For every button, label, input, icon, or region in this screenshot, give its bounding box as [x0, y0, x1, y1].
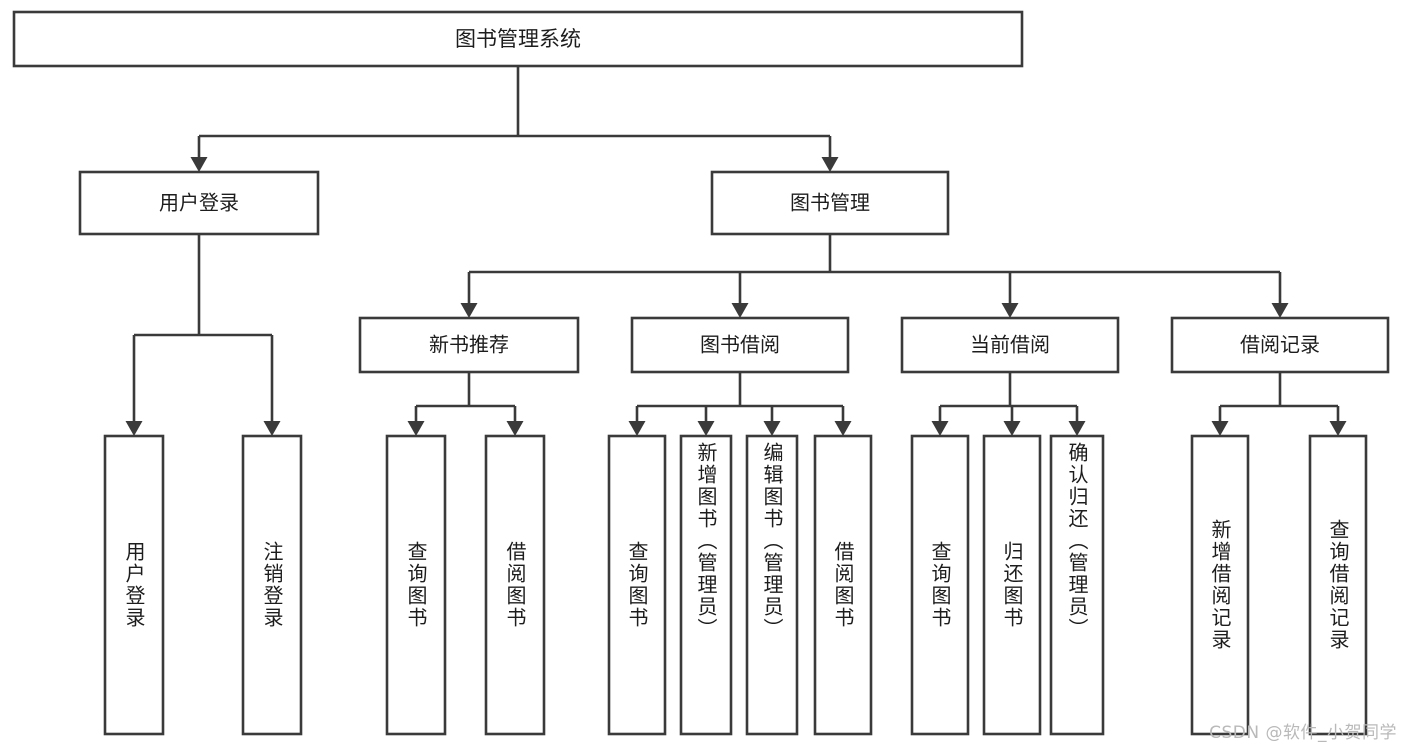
arrow-to-current-borrow	[1001, 303, 1019, 318]
arrow-to-leaf-edit-book-admin	[763, 421, 781, 436]
node-new-book-recommend-box[interactable]	[358, 316, 580, 374]
arrow-to-book-borrow	[731, 303, 749, 318]
arrow-to-leaf-return-book	[1003, 421, 1021, 436]
connector-layer	[125, 66, 1347, 436]
arrow-to-new-book-recommend	[460, 303, 478, 318]
arrow-to-leaf-add-borrow-record	[1211, 421, 1229, 436]
node-leaf-query-book-borrow-box[interactable]	[607, 434, 667, 736]
node-current-borrow[interactable]: 当前借阅	[900, 316, 1120, 374]
node-user-login-label: 用户登录	[159, 191, 239, 215]
arrow-to-leaf-borrow-book-recommend	[506, 421, 524, 436]
node-current-borrow-label: 当前借阅	[970, 333, 1050, 357]
node-root[interactable]: 图书管理系统	[12, 10, 1024, 68]
node-leaf-query-borrow-record-box[interactable]	[1308, 434, 1368, 736]
node-leaf-user-login-box[interactable]	[103, 434, 165, 736]
node-leaf-user-logout-box[interactable]	[241, 434, 303, 736]
arrow-to-book-manage	[821, 157, 839, 172]
arrow-to-leaf-confirm-return-admin	[1068, 421, 1086, 436]
node-leaf-add-book-admin-box[interactable]	[679, 434, 733, 736]
arrow-to-leaf-user-logout	[263, 421, 281, 436]
node-leaf-query-book-current-box[interactable]	[910, 434, 970, 736]
node-book-borrow-label: 图书借阅	[700, 333, 780, 357]
arrow-to-leaf-borrow-book	[834, 421, 852, 436]
arrow-to-leaf-query-book-borrow	[628, 421, 646, 436]
node-new-book-recommend-label: 新书推荐	[429, 333, 509, 357]
node-book-manage-label: 图书管理	[790, 191, 870, 215]
node-new-book-recommend[interactable]: 新书推荐	[358, 316, 580, 374]
node-leaf-return-book-box[interactable]	[982, 434, 1042, 736]
arrow-to-user-login	[190, 157, 208, 172]
arrow-to-borrow-record	[1271, 303, 1289, 318]
node-book-manage-box[interactable]	[710, 170, 950, 236]
node-borrow-record[interactable]: 借阅记录	[1170, 316, 1390, 374]
arrow-to-leaf-add-book-admin	[697, 421, 715, 436]
node-root-box[interactable]	[12, 10, 1024, 68]
node-leaf-borrow-book-box[interactable]	[813, 434, 873, 736]
node-leaf-confirm-return-admin-box[interactable]	[1049, 434, 1105, 736]
node-borrow-record-box[interactable]	[1170, 316, 1390, 374]
node-root-label: 图书管理系统	[455, 27, 581, 51]
leaf-box-layer	[103, 434, 1368, 736]
watermark: CSDN @软件_小贺同学	[1209, 723, 1397, 743]
node-book-borrow-box[interactable]	[630, 316, 850, 374]
node-current-borrow-box[interactable]	[900, 316, 1120, 374]
arrow-to-leaf-user-login	[125, 421, 143, 436]
node-book-borrow[interactable]: 图书借阅	[630, 316, 850, 374]
node-leaf-add-borrow-record-box[interactable]	[1190, 434, 1250, 736]
node-user-login[interactable]: 用户登录	[78, 170, 320, 236]
node-leaf-borrow-book-recommend-box[interactable]	[484, 434, 546, 736]
node-user-login-box[interactable]	[78, 170, 320, 236]
arrow-to-leaf-query-borrow-record	[1329, 421, 1347, 436]
arrow-to-leaf-query-book-current	[931, 421, 949, 436]
node-leaf-query-book-recommend-box[interactable]	[385, 434, 447, 736]
node-borrow-record-label: 借阅记录	[1240, 333, 1320, 357]
node-leaf-edit-book-admin-box[interactable]	[745, 434, 799, 736]
arrow-to-leaf-query-book-recommend	[407, 421, 425, 436]
node-book-manage[interactable]: 图书管理	[710, 170, 950, 236]
